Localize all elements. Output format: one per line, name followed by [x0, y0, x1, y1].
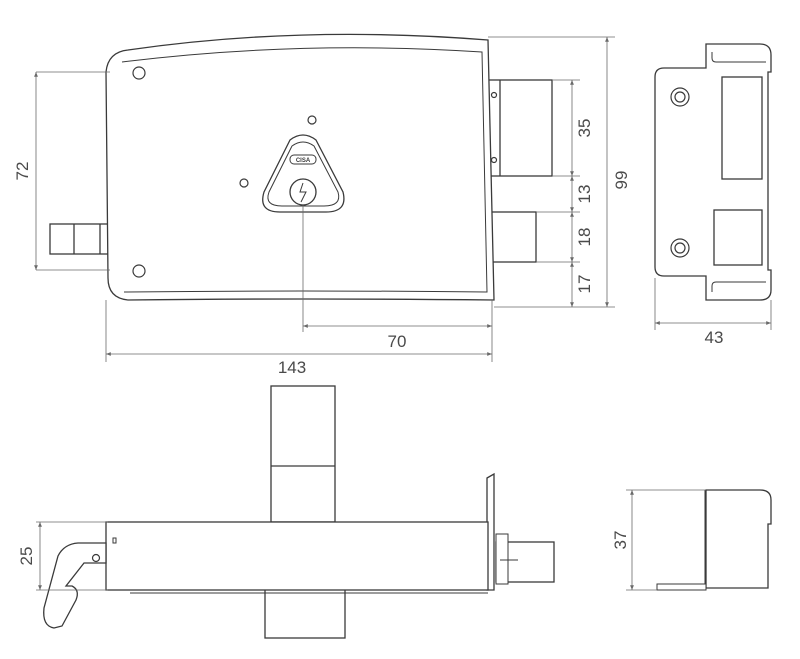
plan-view: 25: [17, 385, 555, 639]
brand-badge: [289, 154, 317, 165]
dim-bolt-lower: 18: [575, 228, 594, 247]
plan-lever-handle: [43, 542, 107, 629]
mount-hole-top: [132, 66, 146, 80]
keeper-slot-upper: [721, 76, 763, 180]
dim-lock-height: 72: [13, 162, 32, 181]
brand-mark: CISA: [296, 158, 311, 164]
plan-bolt-top: [270, 385, 336, 523]
plan-case: [105, 521, 489, 591]
keeper-view: 43: [654, 43, 772, 347]
keeper-side-body: [705, 489, 772, 589]
dim-bolt-gap: 13: [575, 185, 594, 204]
mount-hole-bottom: [132, 264, 146, 278]
pin-hole-left: [239, 178, 249, 188]
dim-bolt-upper: 35: [575, 119, 594, 138]
dim-keeper-width: 43: [705, 328, 724, 347]
dim-bolt-bottom: 17: [575, 275, 594, 294]
plan-bolt-bottom: [264, 587, 346, 639]
handle-bar: [49, 223, 113, 255]
front-view: CISA 72 143 70 35 13 18 17: [13, 33, 631, 377]
dead-bolt: [487, 211, 537, 263]
keeper-side-view: 37: [611, 489, 772, 591]
dim-overall-height: 99: [612, 171, 631, 190]
dim-keeper-depth: 37: [611, 531, 630, 550]
dim-lock-width: 143: [278, 358, 306, 377]
dim-case-depth: 25: [17, 547, 36, 566]
keyhole-icon: [299, 182, 307, 203]
pin-hole-upper: [307, 115, 317, 125]
latch-bolt: [487, 79, 553, 177]
keeper-slot-lower: [713, 209, 763, 266]
dim-cylinder-offset: 70: [388, 332, 407, 351]
